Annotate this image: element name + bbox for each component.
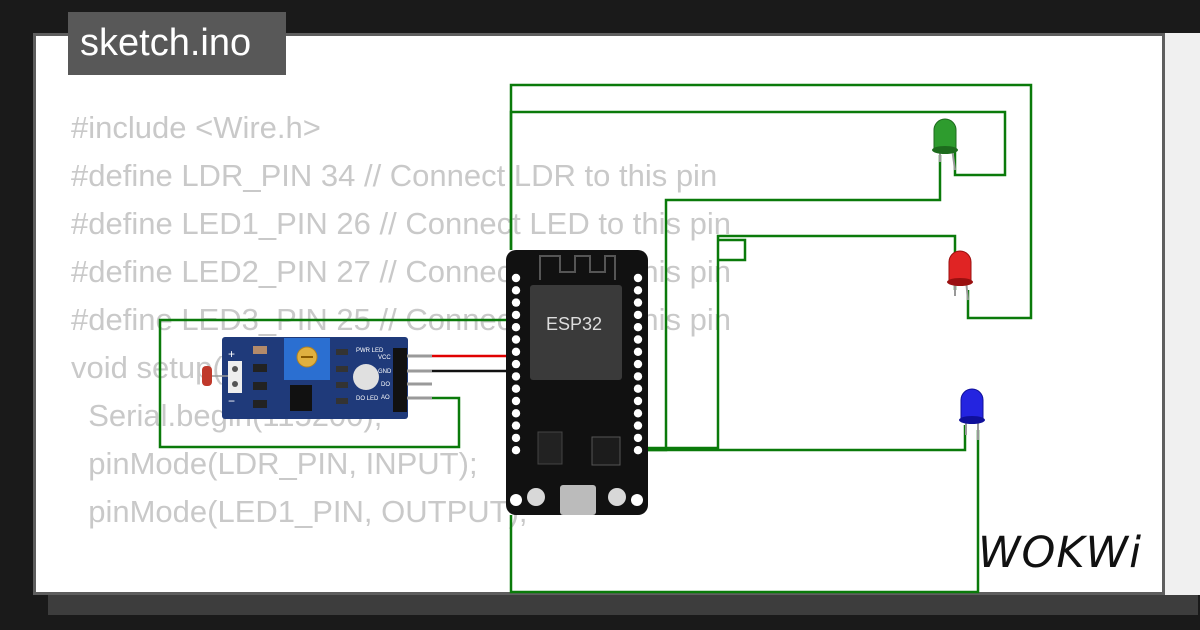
header-pin [511,433,521,443]
code-line: pinMode(LDR_PIN, INPUT); [71,446,478,481]
header-pin [511,310,521,320]
file-tab[interactable]: sketch.ino [68,12,286,75]
header-pin [633,396,643,406]
header-pin [511,359,521,369]
code-line: void setup() { [71,350,252,385]
green-wires [158,83,1033,594]
header-pin [511,286,521,295]
code-line: #include <Wire.h> [71,110,321,145]
header-pin [511,396,521,406]
header-pin [511,298,521,307]
header-pin [633,323,643,332]
wire [509,430,980,594]
wire [158,318,515,449]
header-pin [633,421,643,430]
pin-label-vcc: VCC [378,355,391,361]
header-pin [633,433,643,443]
header-pin [633,298,643,307]
header-pin [633,347,643,356]
board-label: ESP32 [546,314,602,334]
wire [640,234,957,450]
header-pin [511,347,521,356]
pin-label-gnd: GND [378,369,392,375]
pin-label-ao: AO [381,395,390,401]
wire [640,155,942,452]
header-pin [511,372,521,381]
header-pin [633,310,643,320]
header-pin [511,421,521,430]
wire [509,110,1007,250]
header-pin [511,384,521,393]
header-pin [633,372,643,381]
led-blue[interactable] [959,388,985,440]
header-pin [511,446,521,455]
code-line: #define LED1_PIN 26 // Connect LED to th… [71,206,732,241]
pwr-led-label: PWR LED [356,348,384,354]
led-red[interactable] [947,250,973,301]
header-pin [633,335,643,344]
header-pin [511,273,521,283]
header-pin [633,446,643,455]
plus-label: + [228,347,235,361]
wire [640,425,967,452]
wokwi-logo: WOKWi [978,528,1143,578]
header-pin [511,323,521,332]
led-green[interactable] [932,118,958,171]
header-pin [633,384,643,393]
header-pin [511,409,521,418]
code-line: #define LDR_PIN 34 // Connect LDR to thi… [71,158,718,193]
pin-header-left [511,273,521,455]
do-led-label: DO LED [356,396,379,402]
pin-header-right [633,273,643,455]
scrollbar[interactable] [1165,33,1200,595]
code-line: pinMode(LED1_PIN, OUTPUT); [71,494,528,529]
ldr-sensor-module[interactable]: + − PWR LED DO LED VCC GND DO AO [202,337,432,419]
minus-label: − [228,394,235,408]
header-pin [633,286,643,295]
header-pin [633,409,643,418]
header-pin [633,273,643,283]
header-pin [511,335,521,344]
photoresistor [202,366,212,386]
pin-label-do: DO [381,382,390,388]
esp32-board[interactable]: ESP32 [506,250,648,515]
header-pin [633,359,643,369]
